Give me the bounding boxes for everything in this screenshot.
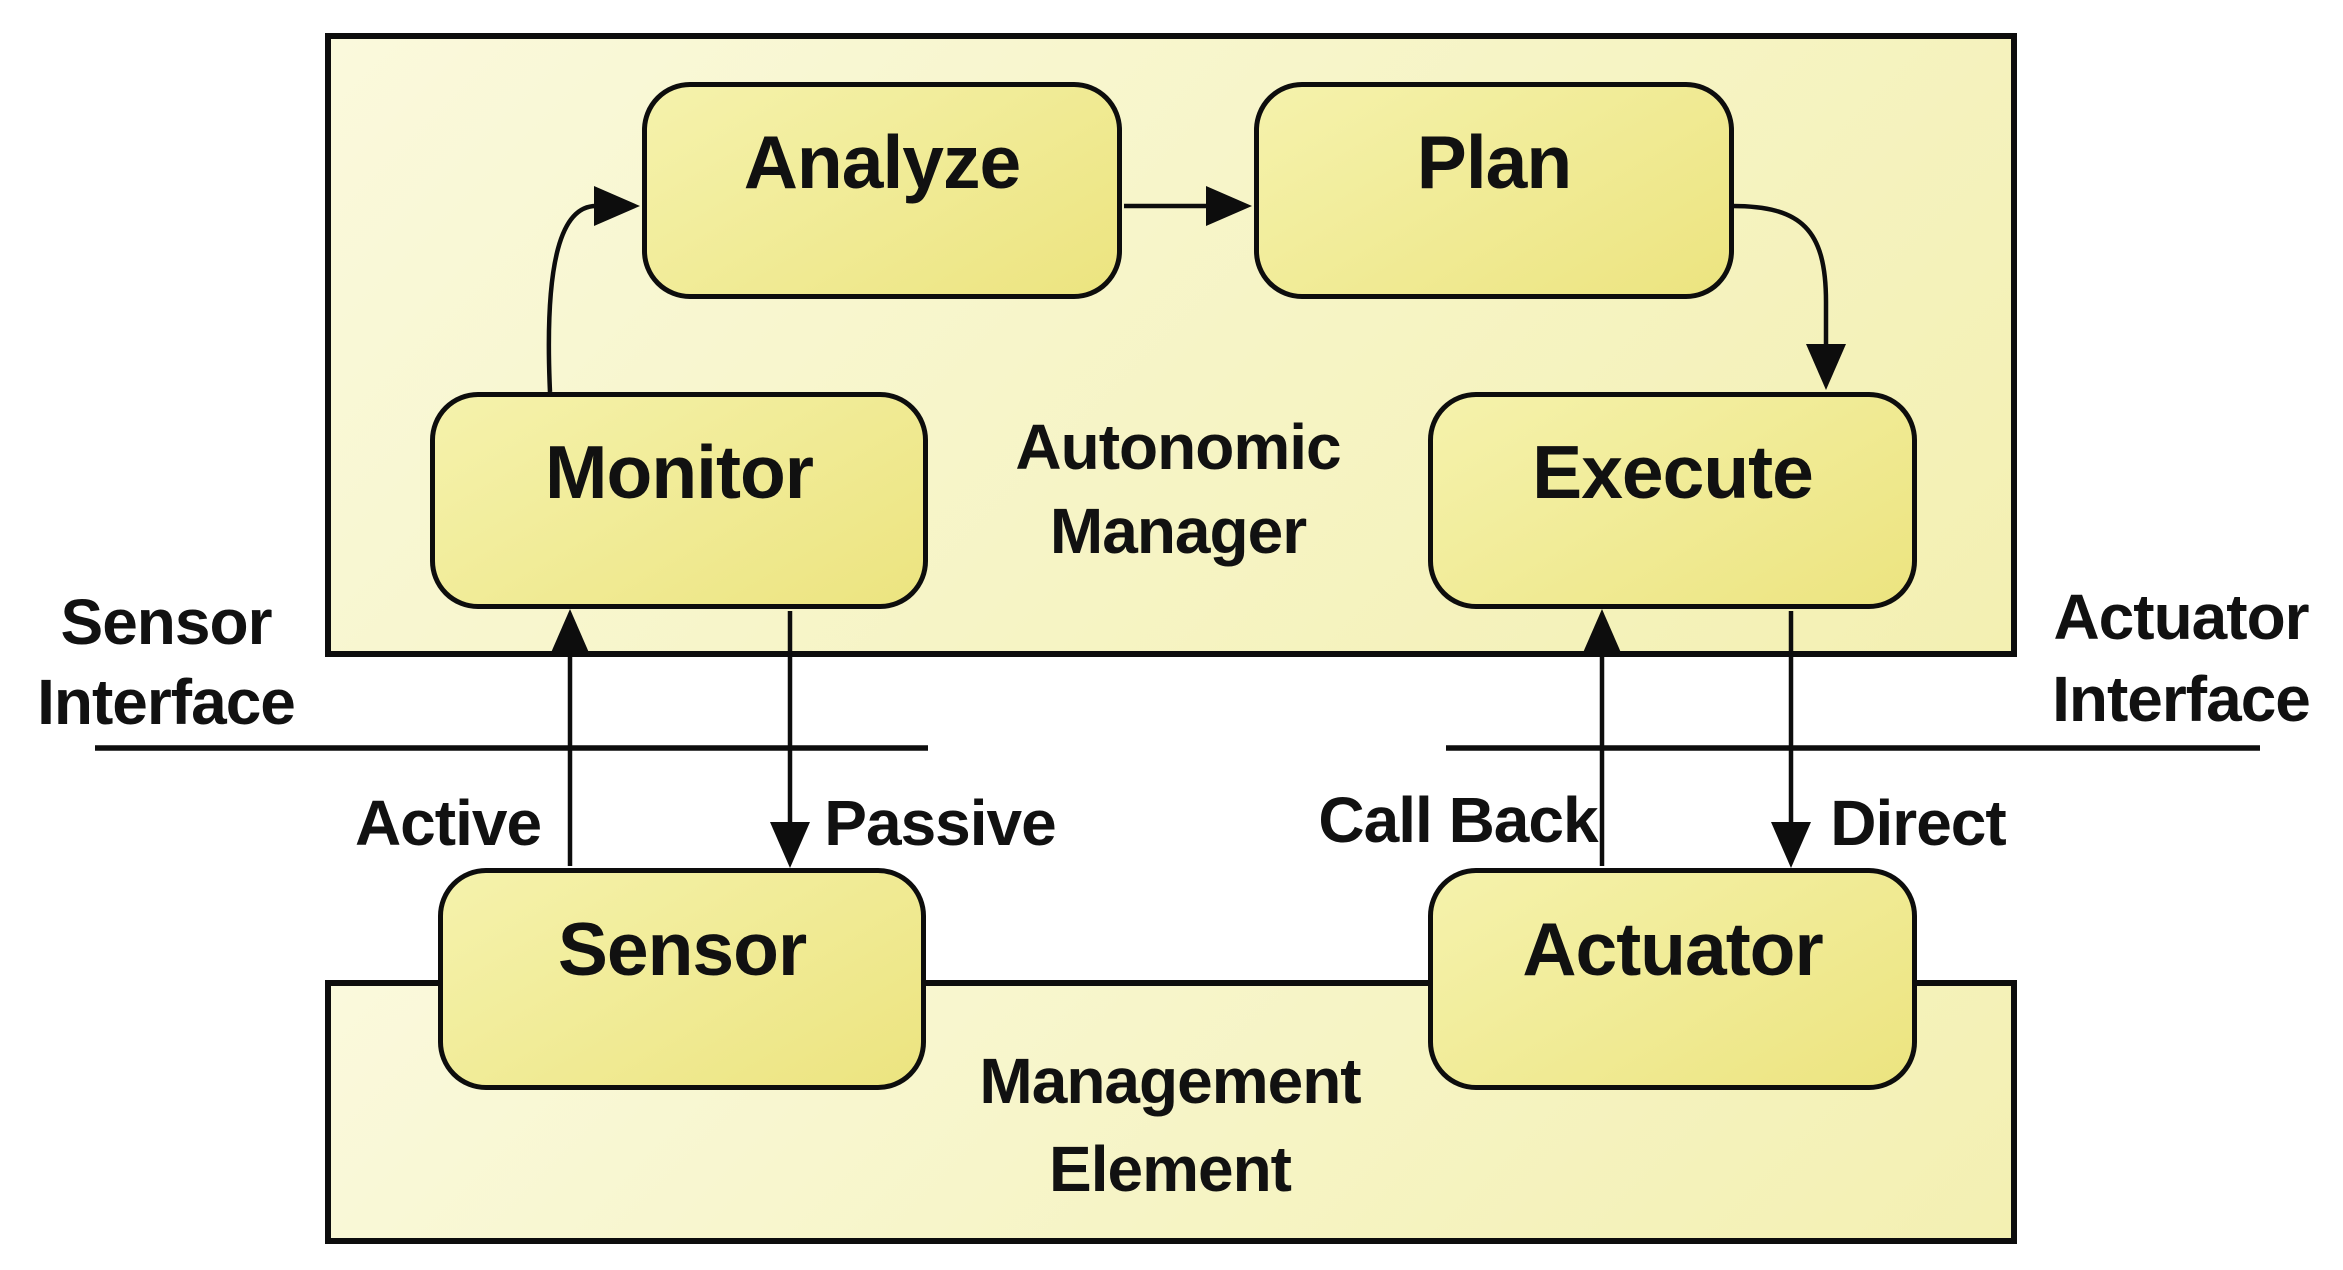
node-execute-label: Execute xyxy=(1532,429,1814,514)
autonomic-manager-title: Autonomic Manager xyxy=(1015,405,1341,573)
node-monitor-label: Monitor xyxy=(545,429,814,514)
management-element-title: Management Element xyxy=(979,1037,1361,1213)
actuator-interface-label: Actuator Interface xyxy=(2052,576,2311,740)
node-execute: Execute xyxy=(1428,392,1917,609)
node-plan: Plan xyxy=(1254,82,1734,299)
sensor-interface-label-line1: Sensor xyxy=(60,586,273,658)
management-element-title-line1: Management xyxy=(979,1045,1361,1117)
direct-arrow-label: Direct xyxy=(1830,787,2006,859)
management-element-title-line2: Element xyxy=(1049,1133,1292,1205)
autonomic-manager-title-line1: Autonomic xyxy=(1015,411,1341,483)
node-actuator-label: Actuator xyxy=(1522,907,1823,992)
node-analyze: Analyze xyxy=(642,82,1122,299)
node-sensor: Sensor xyxy=(438,868,926,1090)
node-sensor-label: Sensor xyxy=(557,907,807,992)
callback-arrow-label: Call Back xyxy=(1318,784,1598,856)
passive-arrow-label: Passive xyxy=(824,787,1056,859)
active-arrow-label: Active xyxy=(354,787,542,859)
node-actuator: Actuator xyxy=(1428,868,1917,1090)
node-monitor: Monitor xyxy=(430,392,928,609)
sensor-interface-label-line2: Interface xyxy=(37,666,296,738)
sensor-interface-label: Sensor Interface xyxy=(37,582,296,742)
autonomic-manager-title-line2: Manager xyxy=(1049,495,1307,567)
node-plan-label: Plan xyxy=(1416,119,1572,204)
actuator-interface-label-line2: Interface xyxy=(2052,663,2311,735)
node-analyze-label: Analyze xyxy=(743,119,1021,204)
actuator-interface-label-line1: Actuator xyxy=(2053,581,2309,653)
